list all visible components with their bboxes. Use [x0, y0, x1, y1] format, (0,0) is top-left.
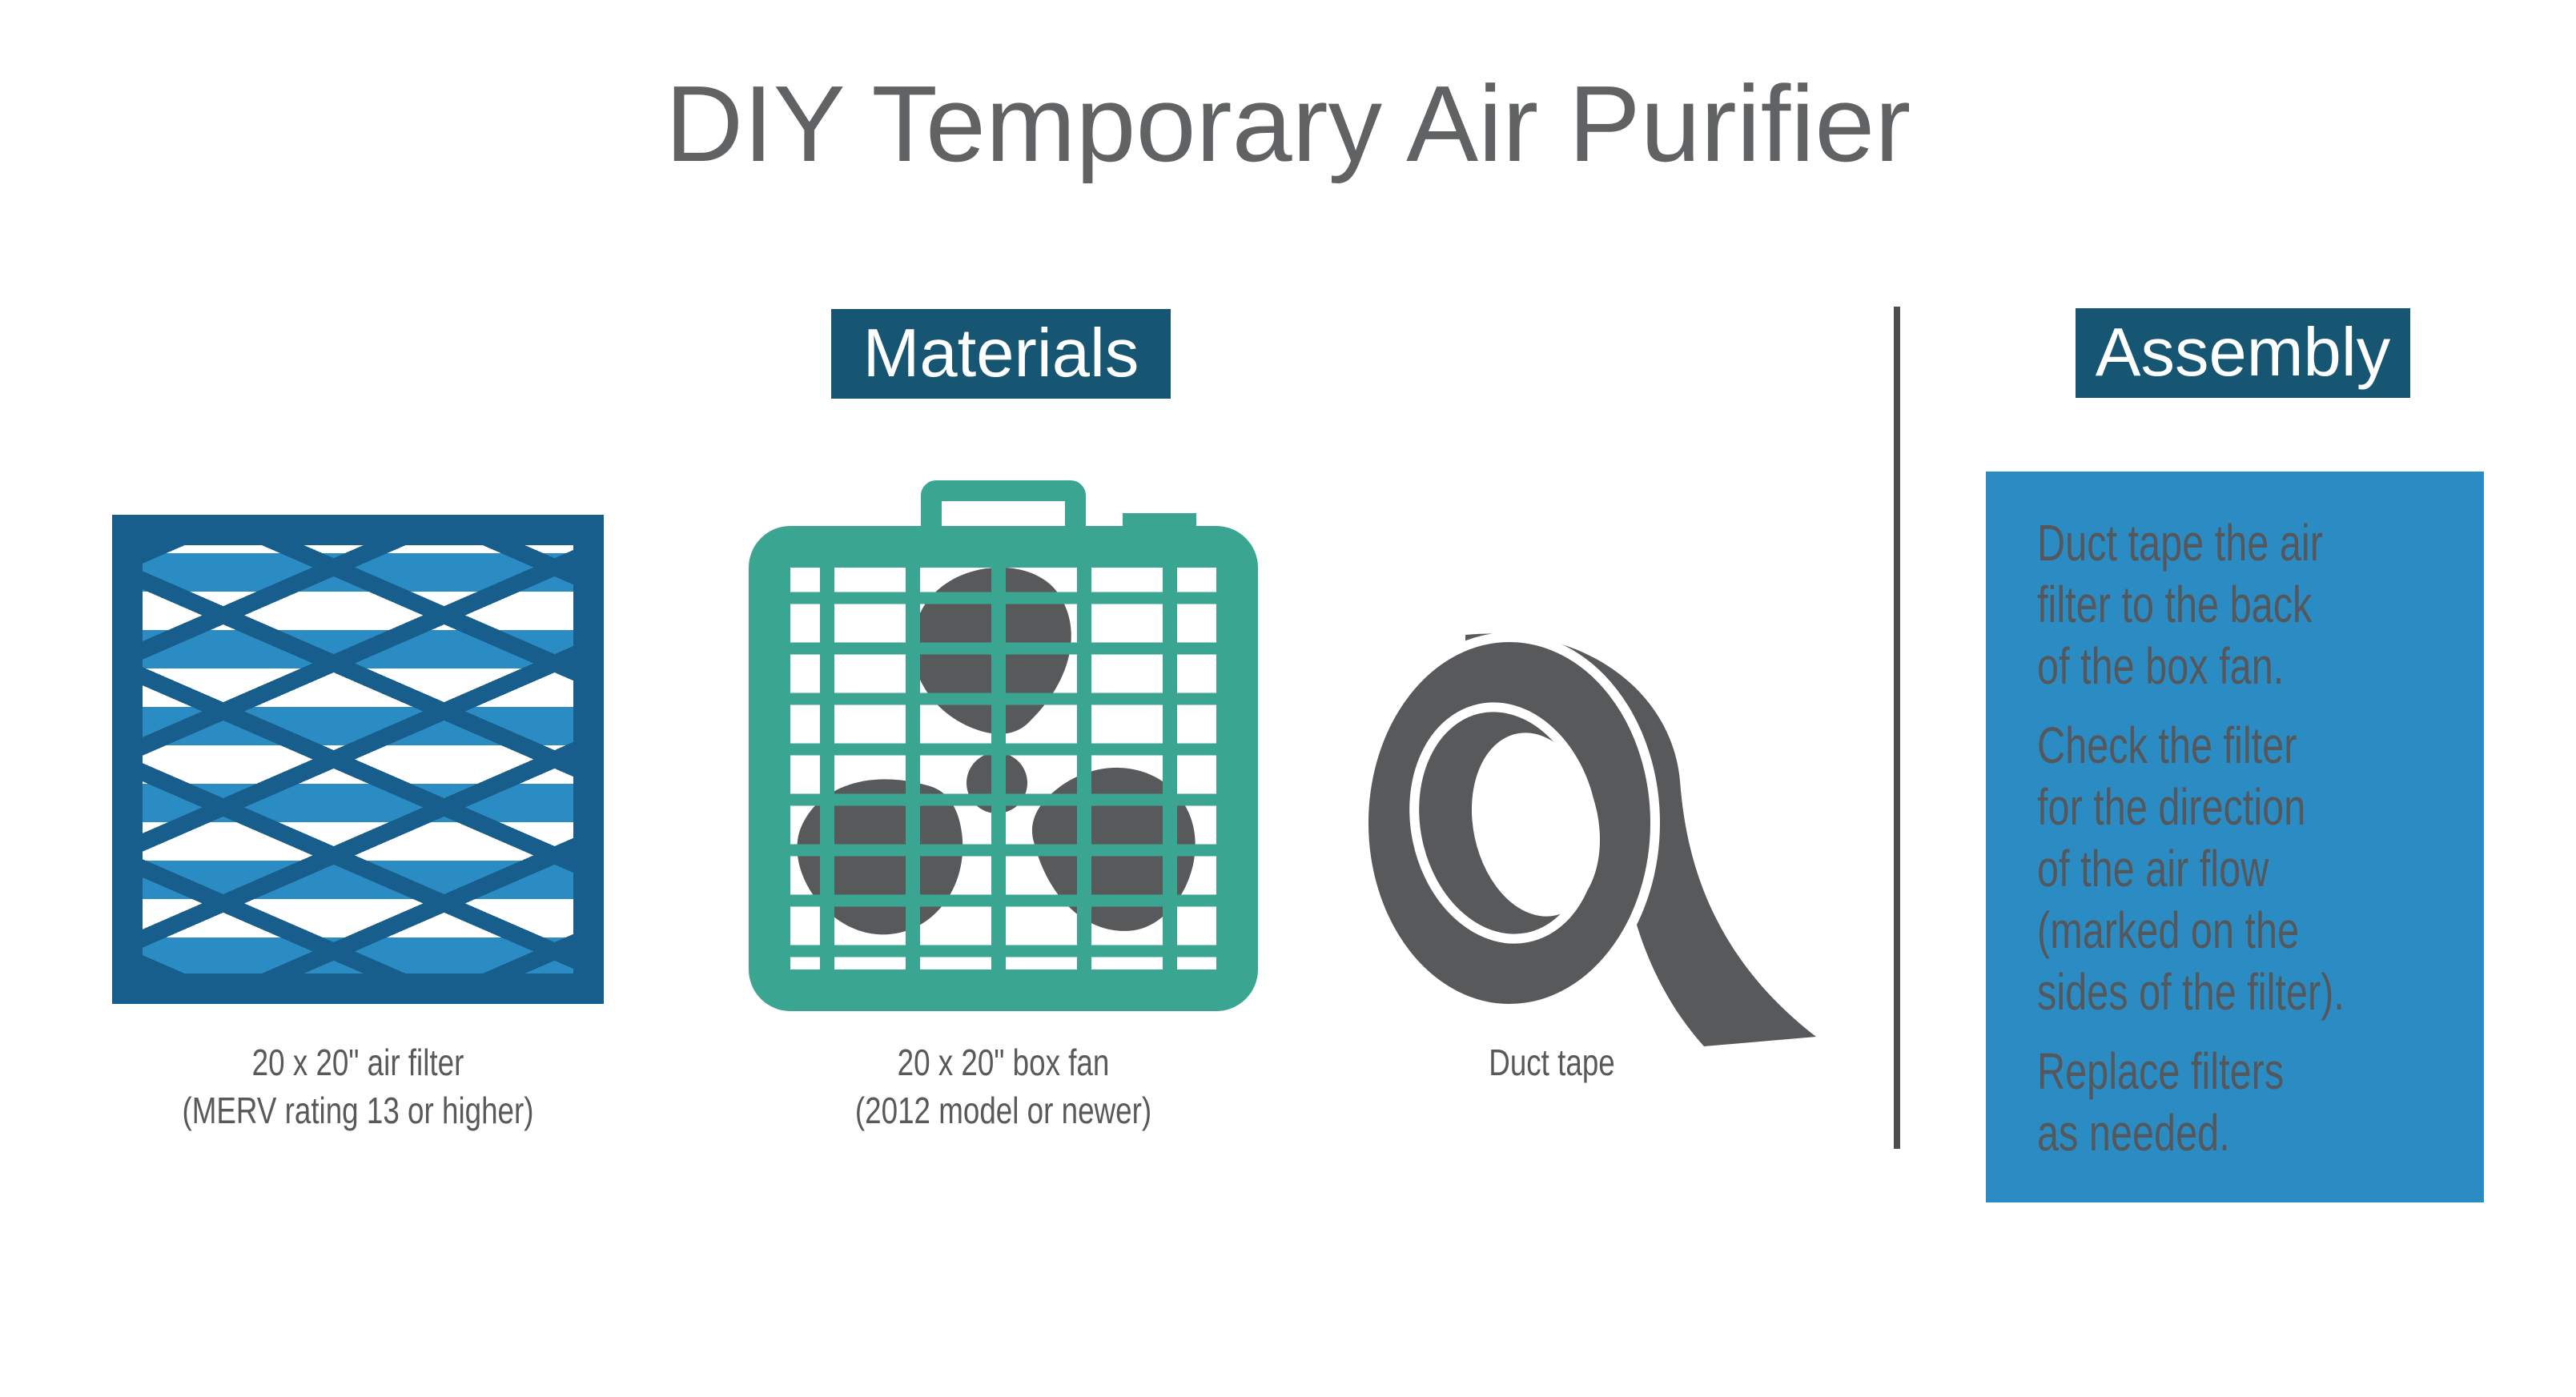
assembly-step: Duct tape the air filter to the back of … — [2037, 514, 2323, 695]
fan-switch — [1123, 513, 1196, 545]
tape-roll-hole — [1471, 733, 1601, 917]
air-filter-icon — [112, 515, 604, 1004]
assembly-step: Check the filter for the direction of th… — [2037, 717, 2345, 1021]
assembly-section-label: Assembly — [2076, 308, 2410, 398]
box-fan-caption: 20 x 20" box fan (2012 model or newer) — [854, 1042, 1152, 1131]
duct-tape-icon — [1359, 632, 1816, 1046]
assembly-steps: Duct tape the air filter to the back of … — [2037, 512, 2475, 1182]
page-title: DIY Temporary Air Purifier — [665, 63, 1911, 184]
assembly-step: Replace filters as needed. — [2037, 1042, 2285, 1162]
fan-handle — [921, 480, 1086, 557]
box-fan-icon — [749, 480, 1258, 1011]
fan-grid-horizontal — [786, 592, 1220, 957]
fan-grid-vertical — [820, 568, 1177, 969]
assembly-instructions-panel: Duct tape the air filter to the back of … — [1986, 472, 2484, 1202]
materials-section-label: Materials — [831, 309, 1171, 399]
duct-tape-caption: Duct tape — [1489, 1042, 1615, 1083]
section-divider — [1894, 307, 1900, 1149]
air-filter-caption: 20 x 20" air filter (MERV rating 13 or h… — [182, 1042, 534, 1131]
